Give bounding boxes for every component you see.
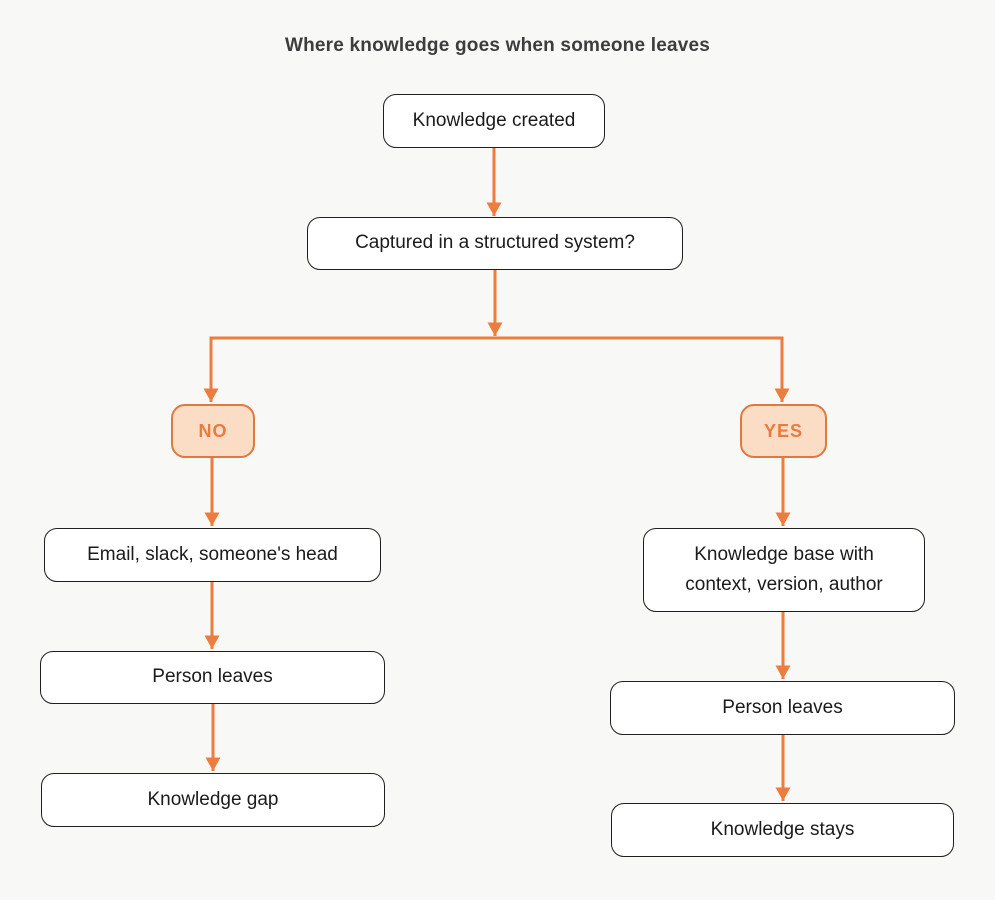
node-label: NO (198, 420, 228, 441)
node-knowledge-stays: Knowledge stays (611, 803, 954, 857)
node-person-leaves-right: Person leaves (610, 681, 955, 735)
node-label: Knowledge created (412, 109, 576, 131)
node-knowledge-gap: Knowledge gap (41, 773, 385, 827)
diagram-title: Where knowledge goes when someone leaves (284, 35, 711, 56)
node-label: Captured in a structured system? (355, 232, 635, 254)
node-yes-branch: YES (740, 404, 827, 458)
node-captured-question: Captured in a structured system? (307, 217, 683, 270)
node-label: Person leaves (152, 666, 273, 688)
node-label: Person leaves (722, 696, 843, 718)
node-knowledge-base: Knowledge base with context, version, au… (643, 528, 925, 612)
node-label: YES (763, 420, 804, 441)
node-no-branch: NO (171, 404, 255, 458)
node-person-leaves-left: Person leaves (40, 651, 385, 704)
node-knowledge-created: Knowledge created (383, 94, 605, 148)
node-label: Knowledge base with context, version, au… (685, 543, 883, 595)
node-label: Knowledge gap (147, 788, 279, 810)
node-email-slack: Email, slack, someone's head (44, 528, 381, 582)
node-label: Knowledge stays (710, 818, 855, 840)
node-label: Email, slack, someone's head (87, 543, 338, 565)
